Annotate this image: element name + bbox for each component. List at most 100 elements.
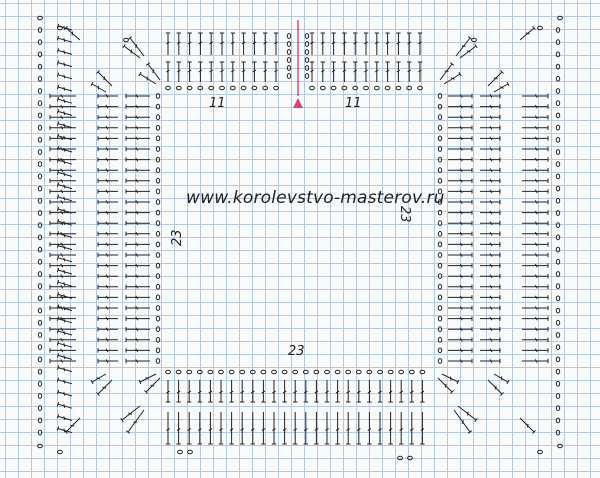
- double-crochet: [209, 32, 214, 55]
- chain-stitch: [437, 252, 443, 258]
- double-crochet: [97, 242, 118, 247]
- double-crochet: [324, 380, 330, 403]
- chain-stitch: [37, 197, 43, 204]
- double-crochet: [443, 71, 462, 85]
- double-crochet: [407, 61, 412, 82]
- double-crochet: [218, 380, 224, 403]
- double-crochet: [522, 231, 549, 236]
- double-crochet: [455, 36, 473, 57]
- chain-stitch: [437, 262, 443, 269]
- double-crochet: [522, 263, 549, 268]
- chain-stitch: [555, 136, 561, 143]
- double-crochet: [49, 337, 76, 342]
- double-crochet: [293, 412, 298, 445]
- chain-stitch: [437, 167, 443, 174]
- chain-stitch: [37, 112, 43, 119]
- double-crochet: [448, 295, 473, 300]
- chain-stitch: [37, 149, 43, 155]
- double-crochet: [165, 32, 171, 55]
- double-crochet: [448, 305, 473, 311]
- chain-stitch: [437, 273, 443, 280]
- double-crochet: [56, 182, 73, 190]
- double-crochet: [356, 380, 361, 403]
- chain-stitch: [155, 177, 161, 184]
- count-top-left: 11: [209, 96, 226, 111]
- chain-stitch: [155, 103, 161, 110]
- double-crochet: [441, 373, 460, 385]
- chain-stitch: [366, 369, 373, 375]
- double-crochet: [176, 32, 181, 55]
- chain-stitch: [437, 347, 443, 354]
- double-crochet: [49, 178, 76, 183]
- double-crochet: [125, 178, 150, 183]
- chain-stitch: [262, 85, 269, 91]
- double-crochet: [407, 32, 412, 55]
- double-crochet: [480, 136, 501, 141]
- double-crochet: [97, 178, 118, 183]
- chain-stitch: [319, 85, 326, 91]
- double-crochet: [263, 32, 268, 55]
- double-crochet: [448, 115, 473, 120]
- double-crochet: [448, 327, 473, 332]
- chain-stitch: [384, 85, 391, 91]
- chain-stitch: [37, 75, 43, 82]
- double-crochet: [374, 32, 379, 55]
- chain-stitch: [37, 136, 43, 143]
- double-crochet: [97, 125, 118, 130]
- double-crochet: [97, 189, 118, 194]
- double-crochet: [56, 133, 73, 141]
- double-crochet: [388, 412, 393, 445]
- chain-stitch: [37, 124, 43, 131]
- double-crochet: [49, 252, 76, 258]
- double-crochet: [324, 412, 330, 445]
- double-crochet: [480, 295, 501, 300]
- double-crochet: [125, 263, 150, 268]
- double-crochet: [457, 405, 478, 423]
- chain-stitch: [207, 369, 214, 375]
- double-crochet: [448, 146, 473, 152]
- double-crochet: [448, 178, 473, 183]
- double-crochet: [97, 252, 118, 258]
- double-crochet: [480, 168, 501, 173]
- chain-stitch: [155, 156, 161, 163]
- double-crochet: [519, 417, 536, 434]
- double-crochet: [522, 115, 549, 120]
- chain-stitch: [419, 369, 426, 375]
- double-crochet: [335, 380, 340, 403]
- chain-stitch: [37, 210, 43, 216]
- double-crochet: [367, 412, 372, 445]
- chain-stitch: [555, 258, 561, 265]
- double-crochet: [331, 61, 336, 82]
- chain-stitch: [37, 15, 43, 21]
- double-crochet: [240, 380, 245, 403]
- double-crochet: [385, 61, 390, 82]
- double-crochet: [363, 32, 369, 55]
- double-crochet: [56, 304, 73, 312]
- chain-stitch: [155, 294, 161, 301]
- double-crochet: [97, 146, 118, 152]
- double-crochet: [480, 93, 501, 99]
- double-crochet: [480, 115, 501, 120]
- chain-stitch: [304, 57, 310, 63]
- double-crochet: [56, 72, 73, 80]
- chain-stitch: [309, 85, 315, 91]
- double-crochet: [56, 353, 73, 360]
- double-crochet: [97, 136, 118, 141]
- double-crochet: [522, 178, 549, 183]
- double-crochet: [252, 32, 257, 55]
- double-crochet: [522, 104, 549, 109]
- double-crochet: [396, 61, 401, 82]
- chain-stitch: [186, 85, 193, 91]
- chain-stitch: [155, 188, 161, 195]
- double-crochet: [49, 263, 76, 268]
- chain-stitch: [286, 65, 292, 71]
- chain-stitch: [155, 273, 161, 280]
- chain-stitch: [37, 380, 43, 387]
- double-crochet: [125, 252, 150, 258]
- double-crochet: [293, 380, 298, 403]
- chain-stitch: [417, 85, 423, 91]
- double-crochet: [97, 221, 118, 226]
- double-crochet: [56, 109, 73, 116]
- double-crochet: [385, 32, 390, 55]
